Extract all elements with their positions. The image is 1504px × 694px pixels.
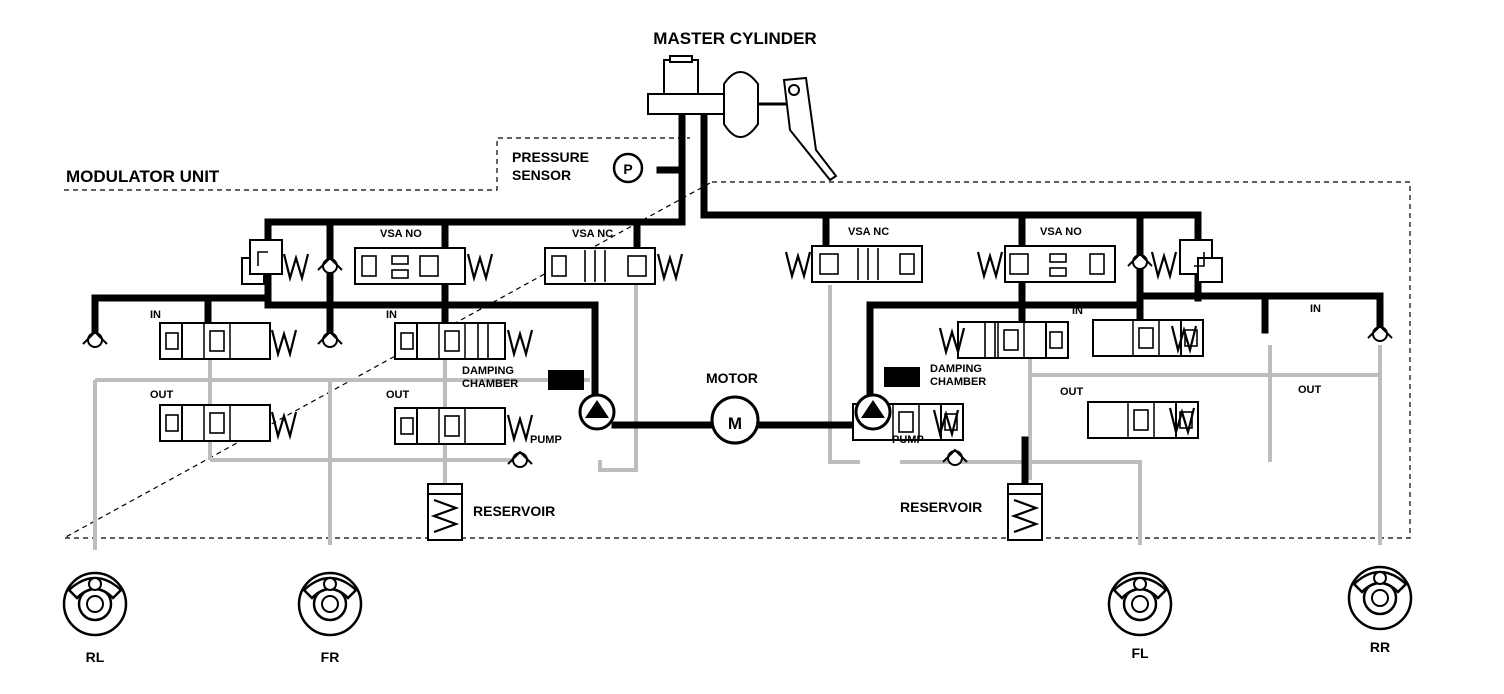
wheel-label-fl: FL [1131, 645, 1149, 661]
wheel-fr [297, 571, 363, 637]
pressure-sensor-label-line2: SENSOR [512, 167, 571, 183]
out-label-fl: OUT [1060, 386, 1084, 398]
left-vsa-check-valve [317, 257, 343, 274]
rl-out-valve [159, 404, 298, 442]
reservoir-label-right: RESERVOIR [900, 499, 982, 515]
rl-in-valve [159, 322, 298, 360]
motor-symbol: M [728, 414, 742, 433]
modulator-unit-label: MODULATOR UNIT [66, 167, 220, 186]
rr-in-valve [1092, 319, 1204, 357]
right-vsa-check-valve [1127, 253, 1153, 270]
right-reservoir [1007, 483, 1043, 541]
motor-label: MOTOR [706, 370, 758, 386]
wheel-label-rr: RR [1370, 639, 1390, 655]
vsa-nc-label-left: VSA NC [572, 228, 613, 240]
master-cylinder [647, 55, 838, 182]
master-cylinder-label: MASTER CYLINDER [653, 29, 816, 48]
in-label-fr: IN [386, 309, 397, 321]
out-label-rr: OUT [1298, 384, 1322, 396]
out-label-fr: OUT [386, 389, 410, 401]
wheel-rr [1347, 565, 1413, 631]
pump-label-left: PUMP [530, 434, 562, 446]
left-vsa-no-valve [354, 247, 494, 285]
pressure-sensor: P [612, 152, 644, 184]
left-pump [578, 393, 616, 431]
modulator-unit-boundary [63, 137, 1411, 539]
right-regulator-valve [1150, 239, 1223, 283]
damping-label-right-line2: CHAMBER [930, 376, 986, 388]
left-regulator-valve [241, 239, 310, 285]
damping-label-left-line2: CHAMBER [462, 378, 518, 390]
reservoir-label-left: RESERVOIR [473, 503, 555, 519]
rr-out-valve [1087, 401, 1199, 439]
vsa-no-label-left: VSA NO [380, 228, 422, 240]
rl-check-valve [82, 331, 108, 348]
damping-label-right-line1: DAMPING [930, 363, 982, 375]
rr-check-valve [1367, 325, 1393, 342]
left-pump-check-valve [507, 451, 533, 468]
fr-check-valve [317, 331, 343, 348]
wheel-label-rl: RL [86, 649, 105, 665]
left-damping-chamber [548, 370, 584, 390]
left-reservoir [427, 483, 463, 541]
wheel-rl [62, 571, 128, 637]
in-label-rl: IN [150, 309, 161, 321]
motor: M [710, 395, 760, 445]
vsa-no-label-right: VSA NO [1040, 226, 1082, 238]
vsa-nc-label-right: VSA NC [848, 226, 889, 238]
right-vsa-no-valve [976, 245, 1116, 283]
right-damping-chamber [884, 367, 920, 387]
damping-label-left-line1: DAMPING [462, 365, 514, 377]
in-label-rr: IN [1310, 303, 1321, 315]
right-pump [854, 393, 892, 431]
pressure-sensor-symbol: P [623, 161, 632, 177]
fr-out-valve [394, 407, 534, 445]
fl-in-valve [938, 321, 1069, 359]
in-label-fl: IN [1072, 305, 1083, 317]
left-vsa-nc-valve [544, 247, 684, 285]
wheel-fl [1107, 571, 1173, 637]
pressure-sensor-label-line1: PRESSURE [512, 149, 589, 165]
right-vsa-nc-valve [784, 245, 923, 283]
wheel-label-fr: FR [321, 649, 340, 665]
pump-label-right: PUMP [892, 434, 924, 446]
out-label-rl: OUT [150, 389, 174, 401]
fr-in-valve [394, 322, 534, 360]
